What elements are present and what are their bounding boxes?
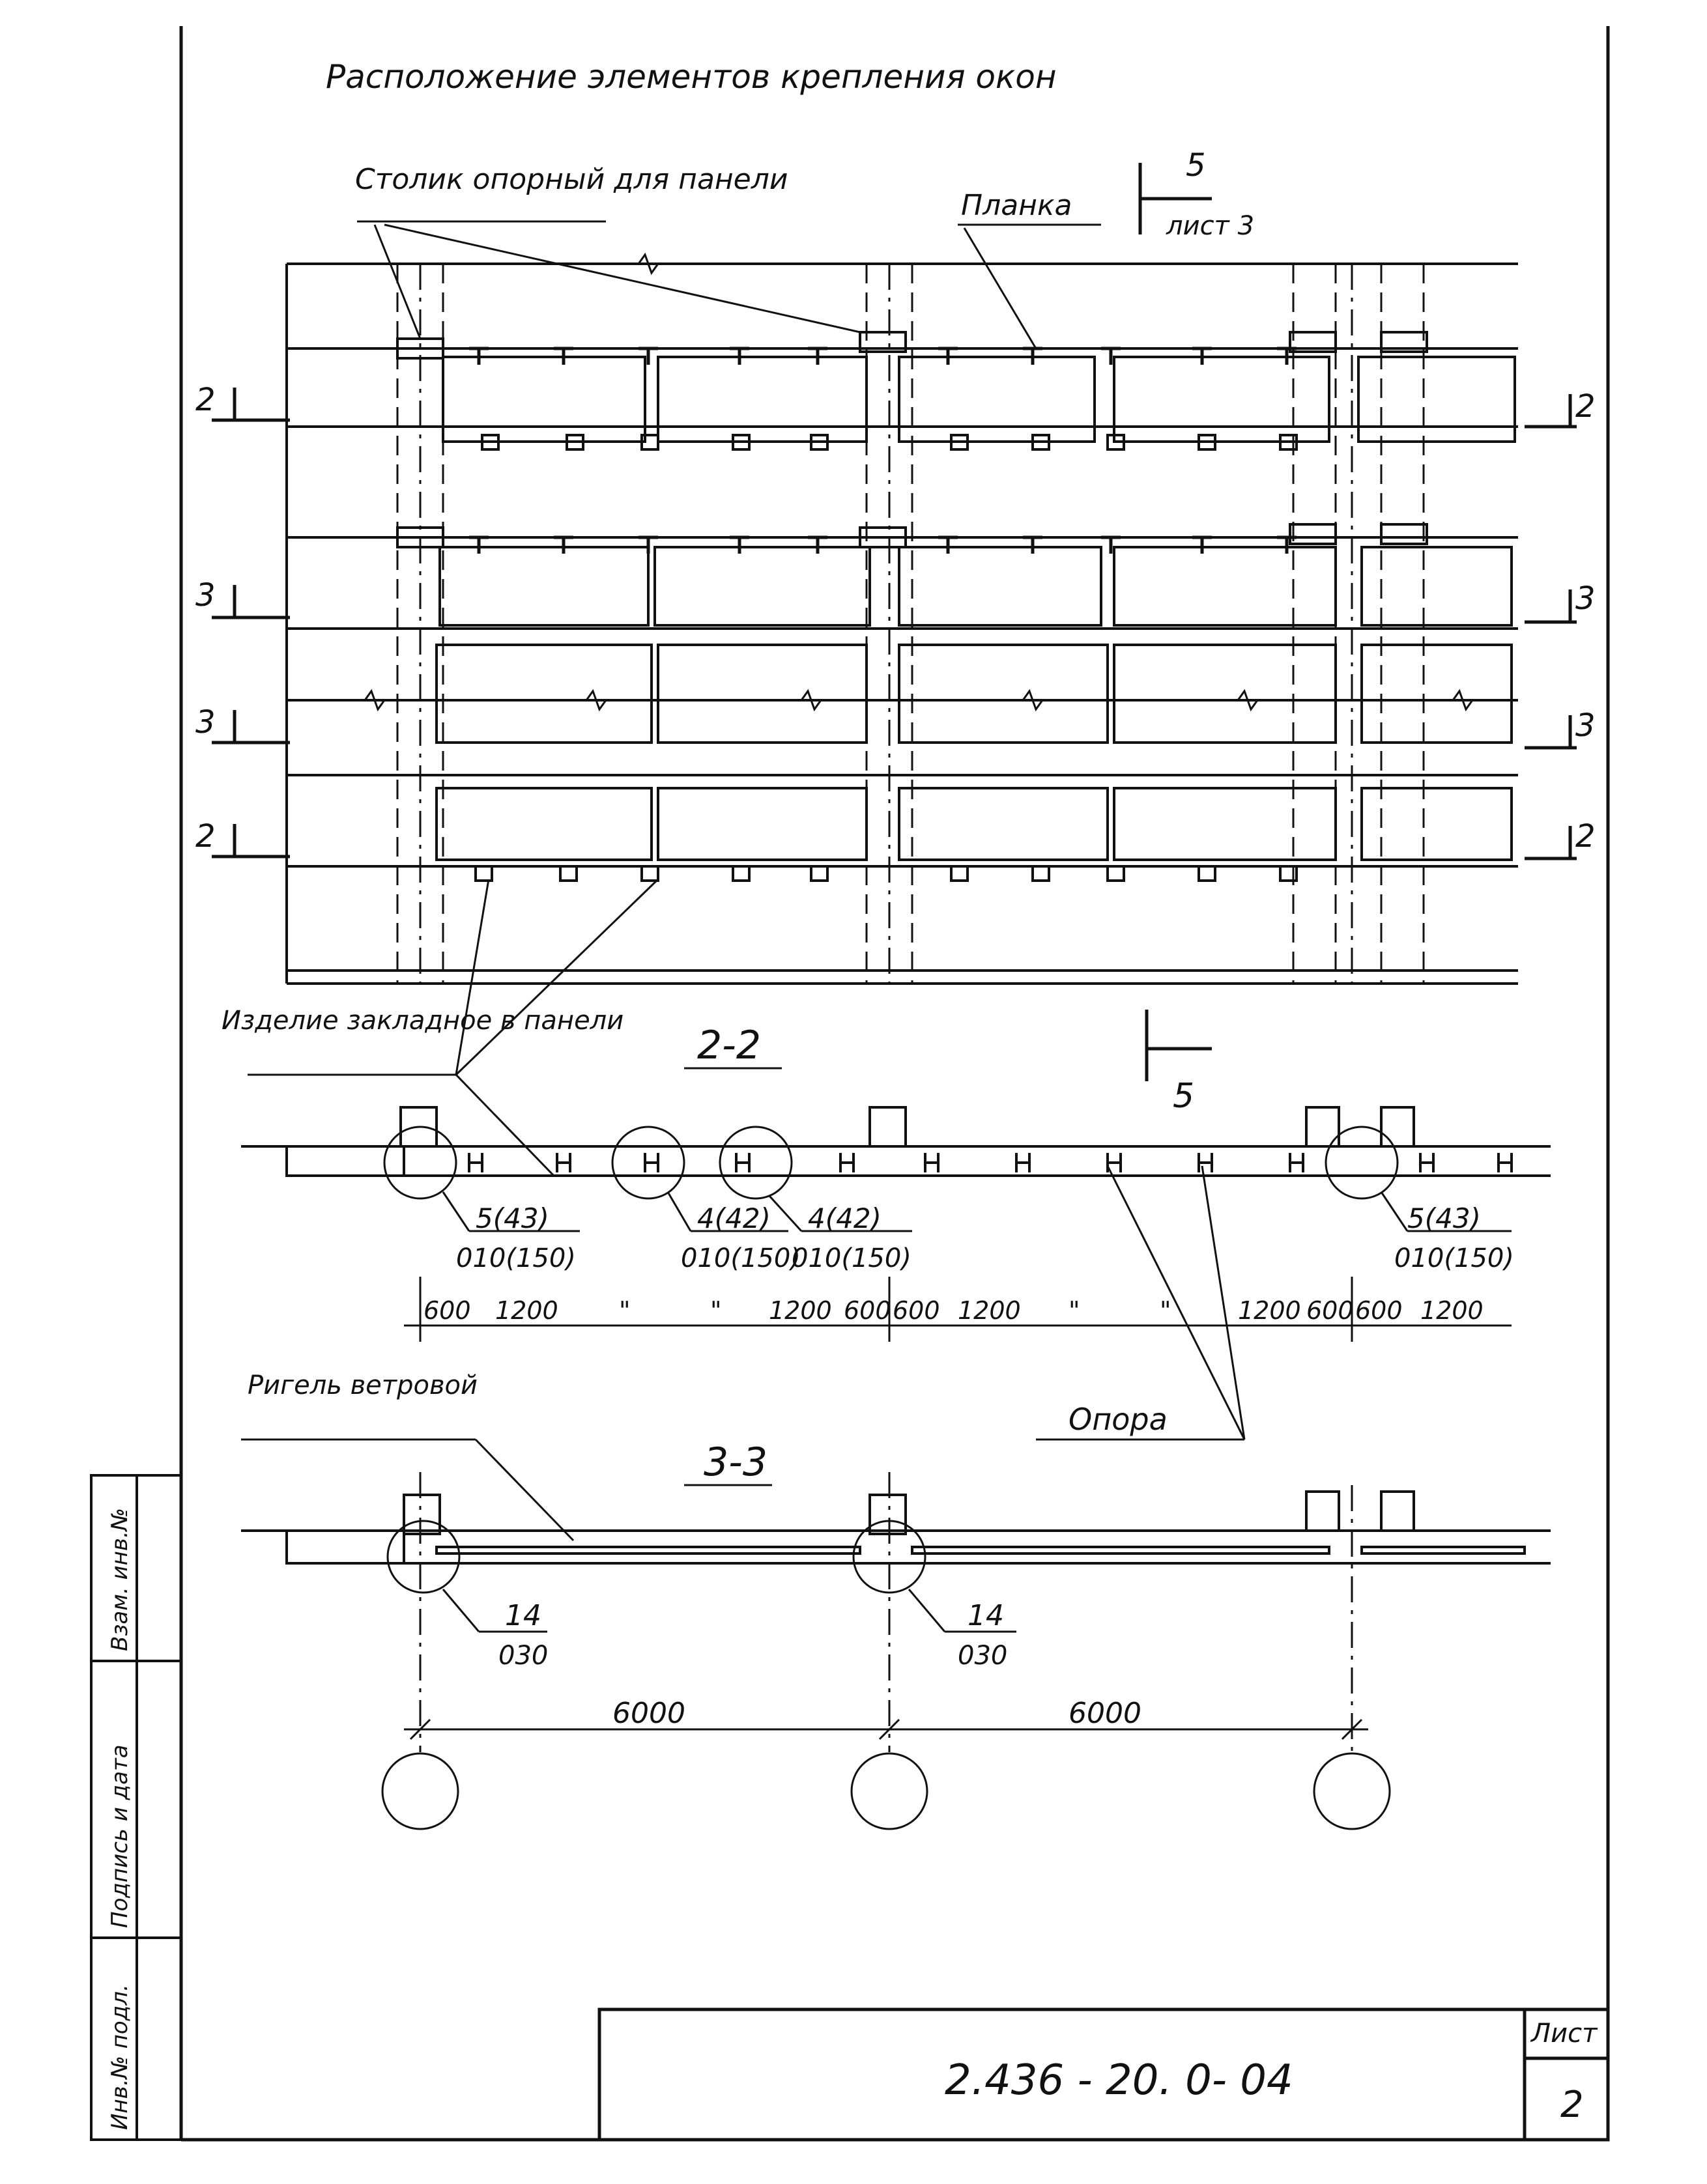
callout-embedded-part: Изделие закладное в панели bbox=[222, 878, 659, 1177]
dim-2-2-7: 600 bbox=[893, 1296, 940, 1325]
strip-marks-row-1 bbox=[469, 347, 1297, 365]
dim-2-2-1: 600 bbox=[423, 1296, 471, 1325]
node-2-2-4-pos: 5(43) bbox=[1407, 1202, 1481, 1234]
dim-2-2-5: 1200 bbox=[769, 1296, 832, 1325]
section-ref-top-sheet: лист 3 bbox=[1166, 211, 1254, 241]
node-2-2-2-pos: 4(42) bbox=[697, 1202, 771, 1234]
section-mark-right-3: 3 bbox=[1575, 707, 1596, 744]
section-mark-right-2: 3 bbox=[1575, 580, 1596, 617]
dim-2-2-14: 1200 bbox=[1420, 1296, 1484, 1325]
section-mark-right-4: 2 bbox=[1575, 818, 1596, 855]
drawing-title: Расположение элементов крепления окон bbox=[326, 58, 1057, 96]
dim-3-3-1: 6000 bbox=[612, 1697, 685, 1730]
node-3-3-2-ref: 030 bbox=[958, 1641, 1007, 1671]
strip-marks-row-2 bbox=[469, 535, 1297, 554]
sheet-frame bbox=[179, 26, 1610, 2142]
dim-2-2-12: 600 bbox=[1306, 1296, 1354, 1325]
section-mark-left-2: 3 bbox=[195, 577, 216, 614]
callout-wind-girder-label: Ригель ветровой bbox=[248, 1370, 478, 1400]
section-2-2: 2-2 5 bbox=[241, 1010, 1551, 1342]
window-row-2 bbox=[438, 546, 1513, 627]
section-marks-right: 2 3 3 2 bbox=[1525, 388, 1596, 860]
section-3-3: 3-3 14 030 14 030 bbox=[241, 1439, 1551, 1830]
section-mark-left-3: 3 bbox=[195, 704, 216, 741]
section-ref-bottom: 5 bbox=[1145, 1010, 1212, 1116]
side-stamp-sign: Подпись и дата bbox=[107, 1744, 133, 1928]
window-row-3 bbox=[435, 644, 1513, 744]
node-3-3-1-pos: 14 bbox=[505, 1599, 541, 1632]
section-2-2-node-circles bbox=[383, 1126, 1399, 1200]
node-3-3-2-pos: 14 bbox=[968, 1599, 1004, 1632]
callout-wind-girder: Ригель ветровой bbox=[241, 1370, 575, 1542]
section-mark-left-4: 2 bbox=[195, 818, 216, 855]
column-axes bbox=[419, 264, 1353, 984]
axis-bubbles bbox=[381, 1752, 1391, 1830]
doc-code: 2.436 - 20. 0- 04 bbox=[945, 2056, 1293, 2105]
callout-support-table: Столик опорный для панели bbox=[355, 163, 861, 339]
node-2-2-3-pos: 4(42) bbox=[808, 1202, 882, 1234]
section-ref-bottom-number: 5 bbox=[1173, 1077, 1194, 1116]
side-stamp-replace: Взам. инв.№ bbox=[107, 1508, 133, 1651]
node-3-3-1-ref: 030 bbox=[498, 1641, 548, 1671]
callout-support-label: Опора bbox=[1069, 1402, 1168, 1437]
column-edges bbox=[396, 264, 1425, 984]
break-marks bbox=[364, 252, 1474, 712]
node-2-2-2-ref: 010(150) bbox=[681, 1243, 801, 1273]
side-stamp: Инв.№ подл. Подпись и дата Взам. инв.№ bbox=[90, 1474, 182, 2141]
elevation: 2 3 3 2 2 3 3 2 bbox=[195, 147, 1596, 985]
sheet-number: 2 bbox=[1560, 2084, 1584, 2126]
title-block: 2.436 - 20. 0- 04 Лист 2 bbox=[597, 2007, 1610, 2142]
embedded-parts-row-4 bbox=[474, 865, 1298, 882]
callout-embedded-part-label: Изделие закладное в панели bbox=[222, 1006, 624, 1036]
callout-strip-label: Планка bbox=[961, 189, 1072, 222]
section-mark-left-1: 2 bbox=[195, 382, 216, 418]
node-2-2-4-ref: 010(150) bbox=[1394, 1243, 1514, 1273]
support-tables bbox=[396, 331, 1428, 548]
dim-3-3-2: 6000 bbox=[1069, 1697, 1141, 1730]
dim-2-2-2: 1200 bbox=[495, 1296, 558, 1325]
section-ref-top-number: 5 bbox=[1186, 147, 1206, 184]
node-2-2-1-ref: 010(150) bbox=[456, 1243, 576, 1273]
dim-2-2-6: 600 bbox=[844, 1296, 891, 1325]
dim-2-2-3: " bbox=[619, 1296, 630, 1325]
window-row-1 bbox=[442, 356, 1516, 443]
dim-2-2-11: 1200 bbox=[1238, 1296, 1301, 1325]
node-2-2-3-ref: 010(150) bbox=[792, 1243, 911, 1273]
dim-2-2-8: 1200 bbox=[958, 1296, 1021, 1325]
embedded-parts-row-1 bbox=[481, 434, 1298, 451]
section-2-2-dims: 600 1200 " " 1200 600 600 1200 " " 1200 … bbox=[423, 1296, 1484, 1325]
section-mark-right-1: 2 bbox=[1575, 388, 1596, 425]
section-3-3-title: 3-3 bbox=[704, 1439, 767, 1485]
section-2-2-posts bbox=[468, 1153, 1513, 1172]
section-marks-left: 2 3 3 2 bbox=[195, 382, 290, 858]
section-2-2-dim-line bbox=[404, 1277, 1512, 1342]
callout-strip: Планка bbox=[958, 189, 1101, 349]
section-ref-top: 5 лист 3 bbox=[1138, 147, 1254, 241]
side-stamp-inv: Инв.№ подл. bbox=[107, 1984, 133, 2130]
dim-2-2-9: " bbox=[1069, 1296, 1080, 1325]
dim-2-2-4: " bbox=[710, 1296, 721, 1325]
sheet-label: Лист bbox=[1530, 2019, 1598, 2049]
node-2-2-1-pos: 5(43) bbox=[476, 1202, 549, 1234]
dim-2-2-13: 600 bbox=[1355, 1296, 1403, 1325]
dim-2-2-10: " bbox=[1160, 1296, 1171, 1325]
callout-support: Опора bbox=[1036, 1165, 1246, 1441]
section-2-2-title: 2-2 bbox=[697, 1023, 761, 1068]
callout-support-table-label: Столик опорный для панели bbox=[355, 163, 788, 196]
window-row-4 bbox=[435, 787, 1513, 861]
